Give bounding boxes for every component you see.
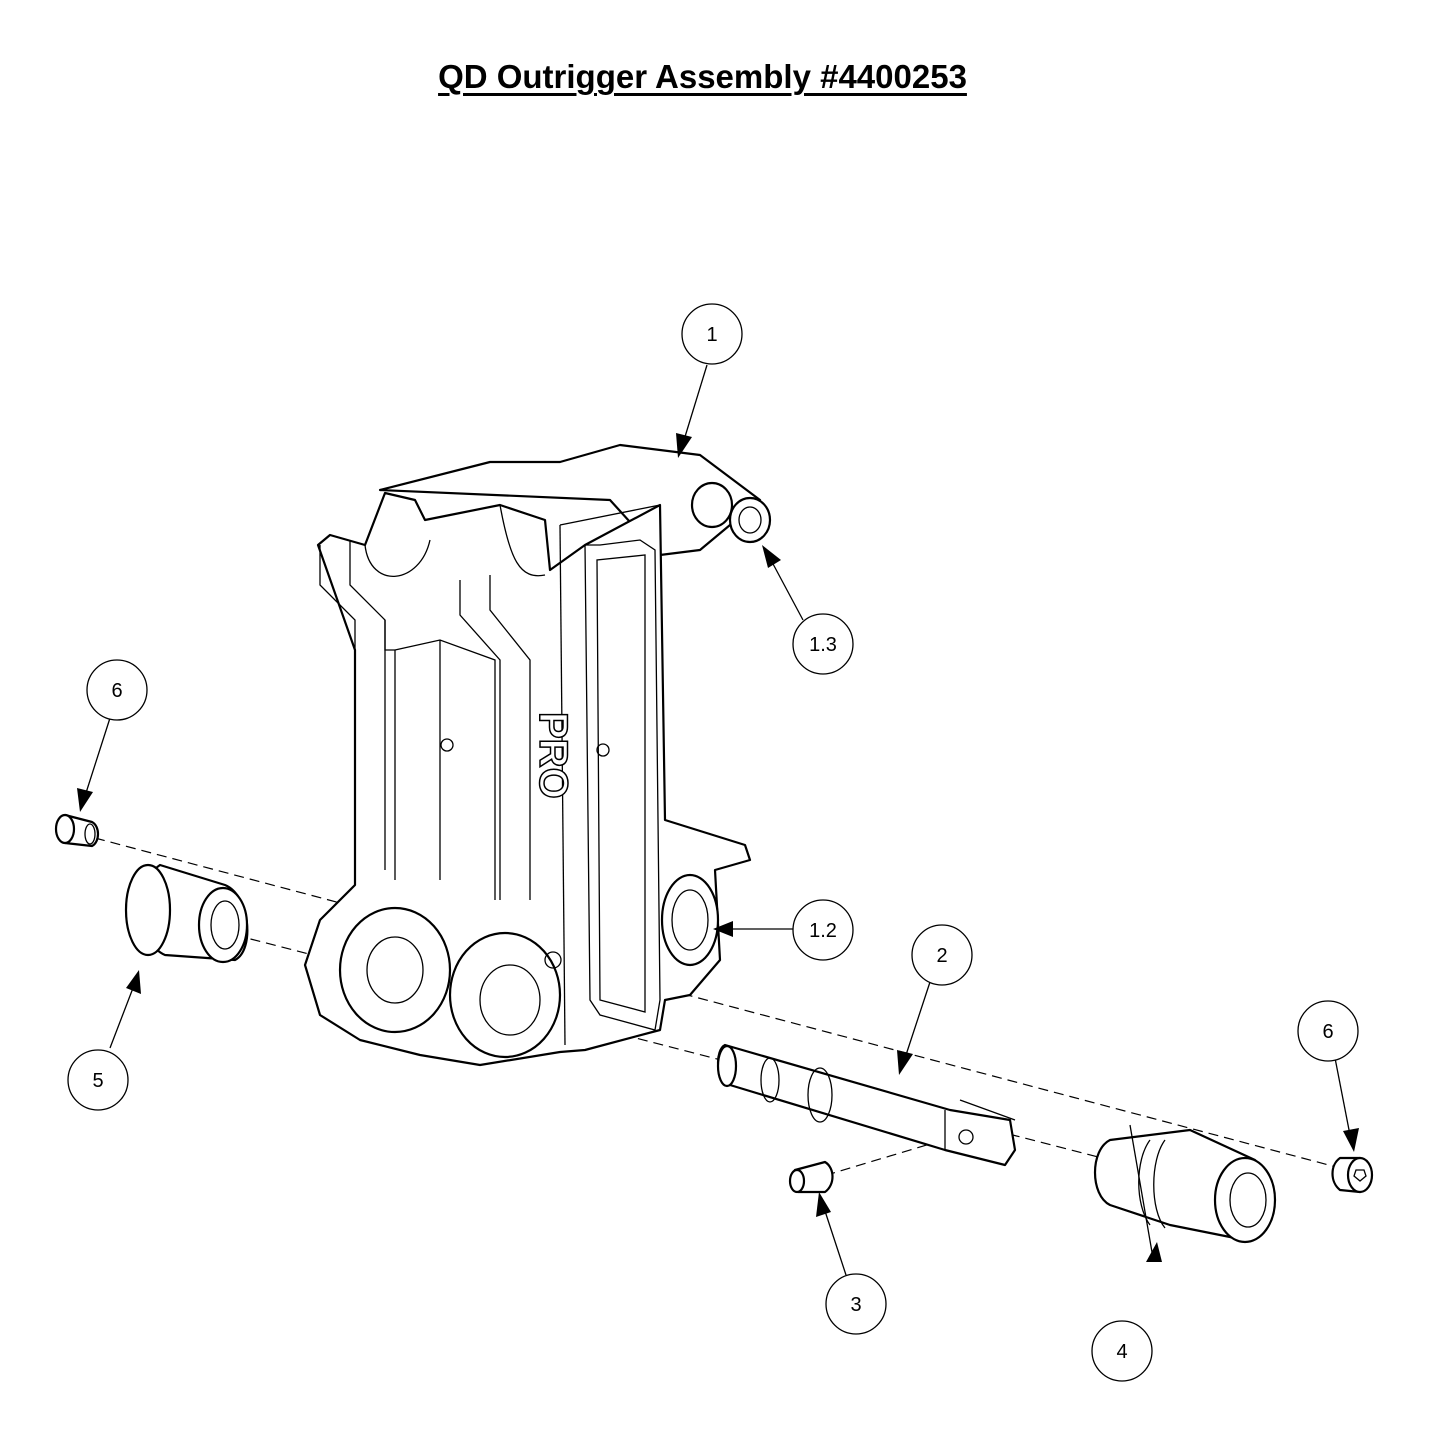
set-screw-part-3 [788, 1160, 834, 1194]
balloon-1-2-label: 1.2 [809, 920, 837, 942]
tapered-bushing-part-4 [1093, 1128, 1277, 1244]
balloon-5: 5 [67, 1049, 129, 1111]
balloon-2: 2 [911, 924, 973, 986]
balloon-6-right-label: 6 [1322, 1021, 1333, 1043]
balloon-5-label: 5 [92, 1070, 103, 1092]
outrigger-body-part-1: PRO [303, 443, 772, 1067]
drawing-title: QD Outrigger Assembly #4400253 [438, 58, 967, 95]
balloon-1: 1 [681, 303, 743, 365]
balloon-1-label: 1 [706, 324, 717, 346]
leader-lines [77, 364, 1359, 1276]
pro-emboss-text: PRO [531, 712, 575, 799]
balloon-2-label: 2 [936, 945, 947, 967]
balloon-1-2: 1.2 [792, 899, 854, 961]
button-screw-left-part-6 [54, 813, 100, 848]
balloon-3: 3 [825, 1273, 887, 1335]
balloon-1-3: 1.3 [792, 613, 854, 675]
balloon-6-left: 6 [86, 659, 148, 721]
balloon-6-left-label: 6 [111, 680, 122, 702]
balloon-4-label: 4 [1116, 1341, 1127, 1363]
flanged-bushing-part-5 [124, 863, 249, 964]
assembly-axis-lines [94, 837, 1341, 1181]
balloon-3-label: 3 [850, 1294, 861, 1316]
balloon-1-3-label: 1.3 [809, 634, 837, 656]
axle-pin-part-2 [716, 1043, 1017, 1167]
balloon-4: 4 [1091, 1320, 1153, 1382]
button-screw-right-part-6 [1331, 1156, 1374, 1194]
balloon-6-right: 6 [1297, 1000, 1359, 1062]
